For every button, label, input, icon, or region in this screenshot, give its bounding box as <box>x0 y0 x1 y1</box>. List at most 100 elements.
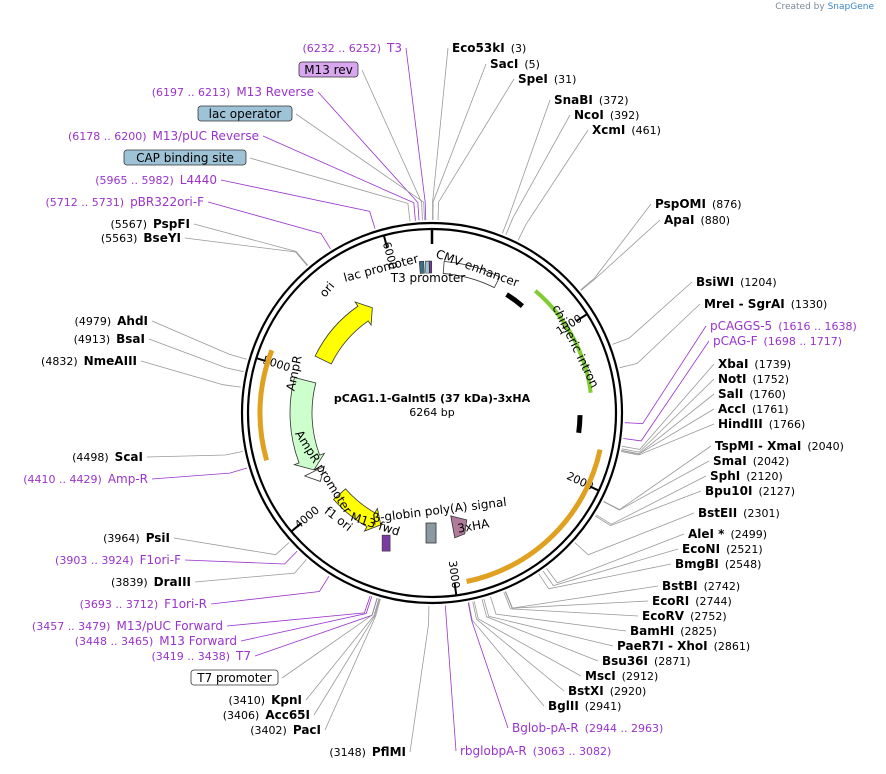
enzyme-label: (3148)PflMI <box>329 745 406 759</box>
site-position: (2499) <box>730 528 767 541</box>
enzyme-name: NcoI <box>574 108 604 122</box>
site-position: (3903 .. 3924) <box>55 554 134 567</box>
primer-name: F1ori-F <box>140 553 181 567</box>
lac-operator-block <box>424 260 430 274</box>
site-position: (2871) <box>654 655 691 668</box>
t3-promoter-block <box>429 260 433 274</box>
site-labels: Eco53kI(3)SacI(5)SpeI(31)SnaBI(372)NcoI(… <box>23 41 857 759</box>
site-position: (3839) <box>111 576 148 589</box>
enzyme-label: HindIII(1766) <box>718 417 805 431</box>
feature-label: T3 promoter <box>390 271 466 285</box>
leader-line <box>517 129 589 241</box>
chimeric-intron-arc <box>534 289 593 394</box>
enzyme-name: PspFI <box>153 217 190 231</box>
primer-label: (6197 .. 6213)M13 Reverse <box>152 85 314 99</box>
enzyme-name: PspOMI <box>655 197 706 211</box>
leader-line <box>193 223 309 266</box>
leader-line <box>409 605 430 753</box>
leader-line <box>148 338 244 373</box>
enzyme-label: ApaI(880) <box>664 213 730 227</box>
site-position: (3402) <box>250 724 287 737</box>
site-position: (6232 .. 6252) <box>302 42 381 55</box>
leader-line <box>472 601 565 692</box>
leader-line <box>473 601 582 677</box>
primer-label: (3419 .. 3438)T7 <box>151 649 251 663</box>
enzyme-name: PaeR7I - XhoI <box>617 639 708 653</box>
site-position: (3964) <box>103 532 140 545</box>
leader-line <box>505 114 571 235</box>
enzyme-label: (5563)BseYI <box>101 231 181 245</box>
site-position: (1698 .. 1717) <box>764 335 843 348</box>
leader-line <box>220 179 376 229</box>
site-position: (2042) <box>753 455 790 468</box>
site-position: (3148) <box>329 746 366 759</box>
ring-tick-label: 4000 <box>292 504 322 532</box>
enzyme-label: (3406)Acc65I <box>223 708 310 722</box>
enzyme-label: (4832)NmeAIII <box>41 354 137 368</box>
enzyme-name: MscI <box>585 669 616 683</box>
primer-name: M13/pUC Reverse <box>153 129 260 143</box>
enzyme-name: XbaI <box>718 357 748 371</box>
leader-line <box>173 537 290 556</box>
site-position: (3693 .. 3712) <box>80 598 159 611</box>
enzyme-name: DraIII <box>154 575 191 589</box>
enzyme-name: MreI - SgrAI <box>704 297 785 311</box>
leader-line <box>254 597 378 657</box>
enzyme-name: TspMI - XmaI <box>715 439 801 453</box>
leader-line <box>481 599 599 662</box>
enzyme-label: PaeR7I - XhoI (2861) <box>617 639 750 653</box>
enzyme-label: MscI (2912) <box>585 669 658 683</box>
enzyme-name: AhdI <box>117 314 148 328</box>
plasmid-name: pCAG1.1-Galntl5 (37 kDa)-3xHA <box>334 392 531 405</box>
feature-label: 3xHA <box>456 516 491 535</box>
site-position: (2912) <box>622 670 659 683</box>
feature-box <box>123 149 247 166</box>
leader-line <box>580 203 652 291</box>
enzyme-label: BglII (2941) <box>548 699 621 713</box>
enzyme-name: BglII <box>548 699 579 713</box>
site-position: (392) <box>610 109 640 122</box>
plasmid-length: 6264 bp <box>409 406 454 419</box>
site-position: (2742) <box>704 580 741 593</box>
leader-line <box>207 201 331 250</box>
site-position: (876) <box>712 198 742 211</box>
leader-line <box>210 575 330 605</box>
enzyme-label: (3964)PsiI <box>103 531 170 545</box>
leader-line <box>623 340 710 442</box>
enzyme-name: Eco53kI <box>452 41 505 55</box>
site-position: (4979) <box>75 315 112 328</box>
enzyme-label: NotI(1752) <box>718 372 789 386</box>
leader-line <box>249 157 411 222</box>
feature-box-label: T7 promoter <box>196 671 272 685</box>
primer-name: M13 Reverse <box>236 85 314 99</box>
leader-line <box>324 598 381 731</box>
primer-name: pCAG-F <box>713 334 758 348</box>
leader-line <box>226 595 371 627</box>
enzyme-label: (3410)KpnI <box>229 693 302 707</box>
site-position: (2861) <box>714 640 751 653</box>
site-position: (31) <box>554 73 577 86</box>
feature-box-label: M13 rev <box>304 63 353 77</box>
site-position: (1330) <box>791 298 828 311</box>
backbone-outer-strand <box>240 221 624 605</box>
site-position: (2941) <box>585 700 622 713</box>
site-position: (3) <box>511 42 527 55</box>
primer-label: (4410 .. 4429)Amp-R <box>23 472 148 486</box>
exon-segment <box>576 415 583 434</box>
primer-name: T3 <box>386 41 402 55</box>
leader-line <box>542 548 679 587</box>
lac-promoter-block <box>418 260 425 274</box>
enzyme-name: Bsu36I <box>602 654 648 668</box>
feature-label: AmpR promoter <box>292 428 354 516</box>
enzyme-name: NmeAIII <box>84 354 137 368</box>
leader-line <box>432 63 487 221</box>
site-position: (5712 .. 5731) <box>46 196 125 209</box>
primer-name: T7 <box>235 649 251 663</box>
feature-box-label: CAP binding site <box>136 151 234 165</box>
enzyme-label: AleI *(2499) <box>688 527 767 541</box>
leader-line <box>468 602 545 707</box>
enzyme-name: Acc65I <box>265 708 310 722</box>
promoter-segment <box>505 292 525 309</box>
primer-name: Bglob-pA-R <box>512 721 579 735</box>
feature-box <box>298 61 359 78</box>
